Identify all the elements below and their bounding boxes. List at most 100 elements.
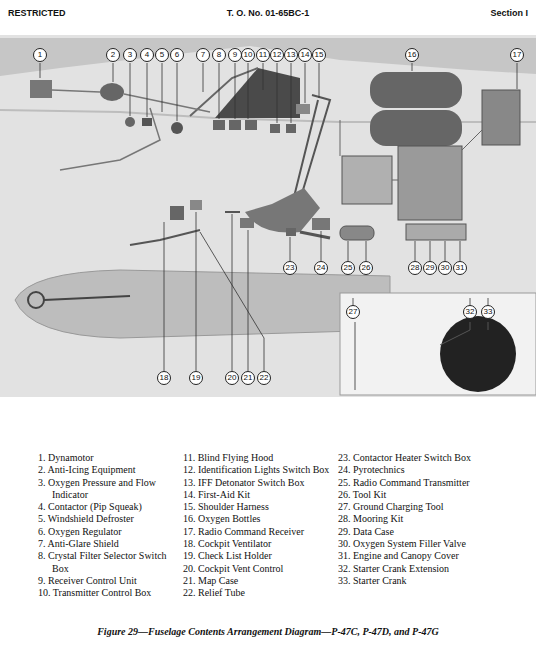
callout-circle: 17 — [510, 48, 524, 62]
callout-number: 21 — [244, 374, 253, 382]
callout-circle: 28 — [408, 261, 422, 275]
callout-circle: 1 — [33, 48, 47, 62]
callout-circle: 15 — [312, 48, 326, 62]
check-list-holder — [190, 200, 202, 210]
radio-rack — [398, 146, 462, 220]
callout-circle: 23 — [283, 261, 297, 275]
callout-circle: 16 — [405, 48, 419, 62]
kits — [406, 224, 466, 240]
callout-circle: 26 — [359, 261, 373, 275]
command-transmitter — [340, 226, 374, 240]
parts-list-item: 20. Cockpit Vent Control — [183, 563, 333, 575]
callout-number: 28 — [411, 264, 420, 272]
leader-lines — [40, 63, 517, 371]
callout-number: 2 — [111, 51, 115, 59]
page-header: RESTRICTED — [8, 8, 66, 18]
dynamotor — [30, 80, 52, 98]
parts-list-item: 13. IFF Detonator Switch Box — [183, 477, 333, 489]
callout-number: 15 — [315, 51, 324, 59]
parts-list-item: 5. Windshield Defroster — [38, 513, 178, 525]
callout-circle: 13 — [284, 48, 298, 62]
parts-list-item: 2. Anti-Icing Equipment — [38, 464, 178, 476]
callout-number: 27 — [349, 308, 358, 316]
parts-list-item: 11. Blind Flying Hood — [183, 452, 333, 464]
command-receiver — [482, 90, 520, 145]
switch-box — [213, 120, 225, 130]
callout-number: 6 — [175, 51, 179, 59]
figure-caption: Figure 29—Fuselage Contents Arrangement … — [0, 626, 536, 637]
iff-switch — [286, 124, 296, 133]
callout-number: 8 — [217, 51, 221, 59]
callout-number: 22 — [260, 374, 269, 382]
parts-list-item: 1. Dynamotor — [38, 452, 178, 464]
transmitter-control — [245, 120, 257, 130]
parts-list-item: 33. Starter Crank — [338, 575, 523, 587]
anti-glare-shield — [215, 68, 300, 118]
callout-circle: 14 — [298, 48, 312, 62]
parts-list-item: 7. Anti-Glare Shield — [38, 538, 178, 550]
callout-number: 7 — [201, 51, 205, 59]
callout-circle: 24 — [314, 261, 328, 275]
parts-list-item: 31. Engine and Canopy Cover — [338, 550, 523, 562]
inset-view — [340, 293, 536, 395]
callout-circle: 21 — [241, 371, 255, 385]
callout-circle: 3 — [123, 48, 137, 62]
anti-icing-equipment — [100, 83, 124, 101]
legend-column: 23. Contactor Heater Switch Box24. Pyrot… — [338, 452, 523, 587]
callout-number: 16 — [408, 51, 417, 59]
callout-circle: 6 — [170, 48, 184, 62]
parts-list-item: 16. Oxygen Bottles — [183, 513, 333, 525]
callout-number: 12 — [273, 51, 282, 59]
callout-number: 5 — [160, 51, 164, 59]
seat-frame — [300, 232, 330, 238]
parts-list-item: 30. Oxygen System Filler Valve — [338, 538, 523, 550]
parts-list-item: 10. Transmitter Control Box — [38, 587, 178, 599]
parts-list-item: 3. Oxygen Pressure and Flow Indicator — [38, 477, 178, 502]
callout-circle: 20 — [225, 371, 239, 385]
callout-circle: 5 — [155, 48, 169, 62]
callout-circle: 10 — [241, 48, 255, 62]
radio-box — [342, 156, 392, 204]
parts-list-item: 26. Tool Kit — [338, 489, 523, 501]
parts-list-item: 29. Data Case — [338, 526, 523, 538]
heater-switch — [286, 228, 296, 236]
callout-number: 14 — [301, 51, 310, 59]
callout-number: 10 — [244, 51, 253, 59]
receiver-control — [229, 120, 241, 130]
starter-housing — [440, 316, 516, 392]
first-aid-kit — [296, 104, 310, 114]
callout-number: 26 — [362, 264, 371, 272]
callout-circle: 19 — [189, 371, 203, 385]
callout-circle: 8 — [212, 48, 226, 62]
parts-list-item: 25. Radio Command Transmitter — [338, 477, 523, 489]
map-case — [240, 218, 254, 228]
callout-number: 3 — [128, 51, 132, 59]
parts-list-item: 15. Shoulder Harness — [183, 501, 333, 513]
callout-circle: 9 — [228, 48, 242, 62]
callout-circle: 30 — [438, 261, 452, 275]
parts-list-item: 27. Ground Charging Tool — [338, 501, 523, 513]
callout-number: 4 — [145, 51, 149, 59]
parts-list-item: 14. First-Aid Kit — [183, 489, 333, 501]
callout-circle: 11 — [256, 48, 270, 62]
parts-list-item: 22. Relief Tube — [183, 587, 333, 599]
callout-circle: 32 — [463, 305, 477, 319]
contactor — [142, 118, 152, 126]
tubing — [52, 90, 210, 170]
legend-column: 11. Blind Flying Hood12. Identification … — [183, 452, 333, 600]
lights-switch — [270, 124, 280, 133]
callout-number: 17 — [513, 51, 522, 59]
callout-number: 33 — [484, 308, 493, 316]
callout-number: 1 — [38, 51, 42, 59]
legend-column: 1. Dynamotor2. Anti-Icing Equipment3. Ox… — [38, 452, 178, 600]
starter-crank — [355, 322, 488, 390]
parts-list-item: 23. Contactor Heater Switch Box — [338, 452, 523, 464]
callout-number: 24 — [317, 264, 326, 272]
shoulder-harness — [292, 95, 330, 205]
page-header: T. O. No. 01-65BC-1 — [227, 8, 310, 18]
wing — [15, 270, 390, 338]
callout-number: 30 — [441, 264, 450, 272]
fuselage-skin — [0, 38, 536, 76]
callout-circle: 25 — [341, 261, 355, 275]
callout-circle: 4 — [140, 48, 154, 62]
